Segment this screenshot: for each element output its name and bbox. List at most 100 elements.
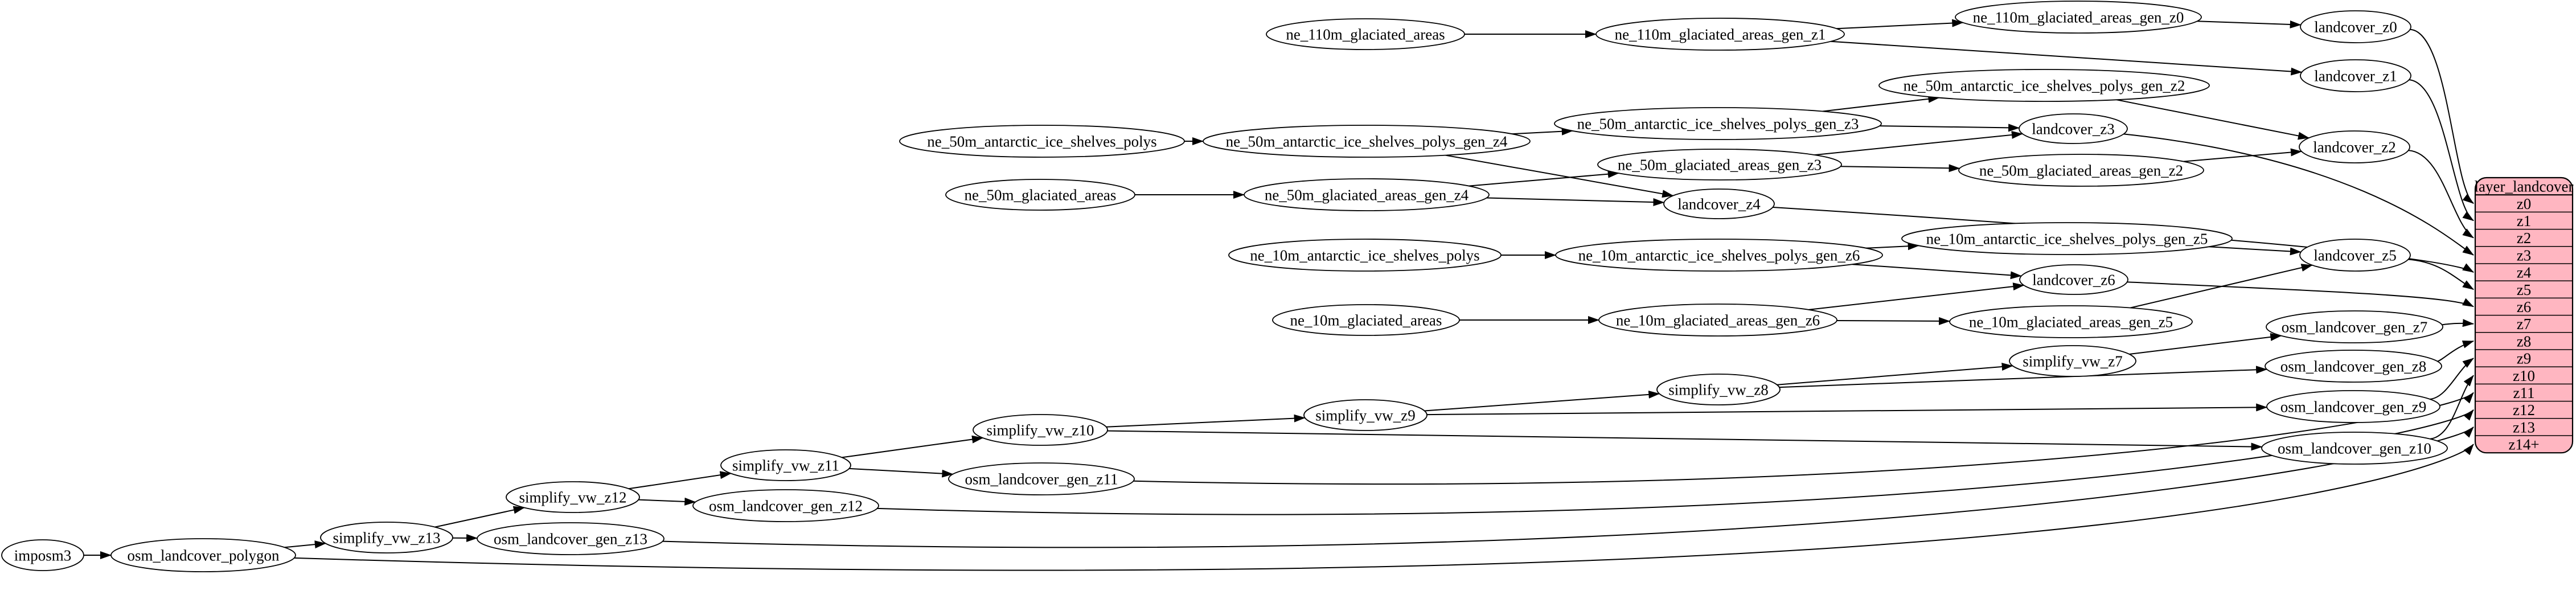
node-label-simplify_vw_z8: simplify_vw_z8 [1668, 381, 1769, 398]
node-label-landcover_z2: landcover_z2 [2313, 138, 2395, 155]
edge-ne_50m_glaciated_areas_gen_z4-to-landcover_z4 [1486, 197, 1665, 207]
node-label-simplify_vw_z9: simplify_vw_z9 [1315, 407, 1416, 424]
node-simplify_vw_z8: simplify_vw_z8 [1656, 374, 1781, 405]
edge-ne_50m_antarctic_ice_shelves_polys_gen_z2-to-landcover_z2 [2116, 99, 2310, 140]
edge-landcover_z6-to-row-z6 [2127, 281, 2474, 307]
edge-simplify_vw_z13-to-simplify_vw_z12 [434, 506, 525, 528]
node-ellipse-ne_10m_glaciated_areas_gen_z5 [1949, 305, 2193, 338]
edge-ne_110m_glaciated_areas_gen_z1-to-ne_110m_glaciated_areas_gen_z0 [1836, 19, 1964, 30]
node-ne_50m_glaciated_areas_gen_z4: ne_50m_glaciated_areas_gen_z4 [1244, 178, 1490, 211]
node-simplify_vw_z7: simplify_vw_z7 [2009, 345, 2136, 377]
edge-simplify_vw_z10-to-osm_landcover_gen_z10 [1107, 430, 2263, 451]
node-osm_landcover_gen_z8: osm_landcover_gen_z8 [2265, 350, 2442, 383]
node-simplify_vw_z12: simplify_vw_z12 [506, 481, 640, 513]
node-label-osm_landcover_gen_z11: osm_landcover_gen_z11 [965, 470, 1118, 487]
edge-osm_landcover_gen_z7-to-row-z7 [2440, 319, 2474, 327]
node-ellipse-landcover_z6 [2019, 264, 2128, 295]
node-label-ne_110m_glaciated_areas_gen_z0: ne_110m_glaciated_areas_gen_z0 [1973, 9, 2184, 26]
edge-ne_50m_antarctic_ice_shelves_polys_gen_z4-to-ne_50m_antarctic_ice_shelves_polys_gen_z3 [1512, 127, 1573, 136]
edge-simplify_vw_z11-to-osm_landcover_gen_z11 [849, 468, 954, 478]
table-row-z5: z5 [2517, 281, 2531, 298]
table-row-z4: z4 [2517, 264, 2532, 281]
node-ellipse-osm_landcover_gen_z9 [2266, 390, 2440, 423]
table-row-z1: z1 [2517, 212, 2531, 229]
table-row-z14+: z14+ [2508, 436, 2539, 453]
node-ellipse-ne_10m_glaciated_areas_gen_z6 [1598, 304, 1837, 337]
node-landcover_z6: landcover_z6 [2019, 264, 2128, 295]
edge-simplify_vw_z11-to-simplify_vw_z10 [842, 435, 984, 458]
node-ellipse-imposm3 [1, 539, 84, 571]
node-label-landcover_z5: landcover_z5 [2314, 247, 2396, 264]
node-ne_50m_antarctic_ice_shelves_polys_gen_z2: ne_50m_antarctic_ice_shelves_polys_gen_z… [1878, 69, 2210, 102]
node-landcover_z2: landcover_z2 [2299, 130, 2410, 163]
table-layer: layer_landcoverz0z1z2z3z4z5z6z7z8z9z10z1… [2475, 177, 2573, 454]
node-ellipse-ne_10m_glaciated_areas [1272, 304, 1460, 336]
node-ellipse-simplify_vw_z10 [973, 414, 1108, 446]
node-label-osm_landcover_gen_z12: osm_landcover_gen_z12 [709, 497, 863, 514]
node-ellipse-ne_50m_antarctic_ice_shelves_polys_gen_z2 [1878, 69, 2210, 102]
node-label-simplify_vw_z10: simplify_vw_z10 [987, 421, 1094, 438]
node-osm_landcover_polygon: osm_landcover_polygon [110, 538, 296, 572]
node-ellipse-ne_10m_antarctic_ice_shelves_polys [1228, 239, 1502, 272]
node-label-osm_landcover_gen_z7: osm_landcover_gen_z7 [2282, 318, 2427, 335]
node-ne_110m_glaciated_areas_gen_z0: ne_110m_glaciated_areas_gen_z0 [1955, 1, 2202, 34]
table-row-z0: z0 [2517, 195, 2531, 212]
table-row-z7: z7 [2517, 315, 2531, 333]
table-row-z13: z13 [2513, 419, 2535, 436]
node-ellipse-osm_landcover_polygon [110, 538, 296, 572]
edge-ne_110m_glaciated_areas_gen_z0-to-landcover_z0 [2197, 20, 2302, 28]
node-ellipse-ne_50m_glaciated_areas_gen_z2 [1958, 154, 2204, 187]
node-label-landcover_z0: landcover_z0 [2314, 18, 2397, 35]
edge-ne_10m_glaciated_areas_gen_z6-to-landcover_z6 [1808, 282, 2025, 310]
node-label-ne_10m_antarctic_ice_shelves_polys_gen_z6: ne_10m_antarctic_ice_shelves_polys_gen_z… [1578, 247, 1860, 264]
node-label-landcover_z1: landcover_z1 [2314, 67, 2397, 84]
table-row-z6: z6 [2517, 298, 2531, 315]
edge-simplify_vw_z12-to-osm_landcover_gen_z12 [638, 497, 696, 506]
node-ne_10m_glaciated_areas_gen_z6: ne_10m_glaciated_areas_gen_z6 [1598, 304, 1837, 337]
table-row-z10: z10 [2513, 367, 2535, 384]
node-ellipse-ne_10m_antarctic_ice_shelves_polys_gen_z5 [1901, 222, 2233, 255]
node-label-simplify_vw_z7: simplify_vw_z7 [2023, 352, 2123, 370]
edge-ne_10m_antarctic_ice_shelves_polys_gen_z5-to-landcover_z5 [2209, 246, 2302, 256]
node-simplify_vw_z13: simplify_vw_z13 [320, 522, 453, 553]
node-label-ne_10m_antarctic_ice_shelves_polys: ne_10m_antarctic_ice_shelves_polys [1250, 247, 1479, 264]
node-ellipse-ne_50m_glaciated_areas_gen_z3 [1597, 149, 1842, 181]
node-label-ne_50m_antarctic_ice_shelves_polys_gen_z2: ne_50m_antarctic_ice_shelves_polys_gen_z… [1904, 77, 2185, 94]
edge-landcover_z2-to-row-z2 [2408, 150, 2474, 239]
node-label-simplify_vw_z13: simplify_vw_z13 [333, 529, 441, 546]
edge-ne_50m_glaciated_areas_gen_z3-to-landcover_z3 [1814, 130, 2023, 156]
node-ne_10m_glaciated_areas: ne_10m_glaciated_areas [1272, 304, 1460, 336]
node-label-ne_50m_antarctic_ice_shelves_polys: ne_50m_antarctic_ice_shelves_polys [927, 133, 1156, 150]
node-label-simplify_vw_z11: simplify_vw_z11 [732, 457, 839, 474]
node-label-ne_10m_antarctic_ice_shelves_polys_gen_z5: ne_10m_antarctic_ice_shelves_polys_gen_z… [1926, 230, 2208, 247]
node-label-ne_50m_antarctic_ice_shelves_polys_gen_z4: ne_50m_antarctic_ice_shelves_polys_gen_z… [1226, 133, 1508, 150]
node-ellipse-simplify_vw_z8 [1656, 374, 1781, 405]
node-label-osm_landcover_gen_z13: osm_landcover_gen_z13 [494, 530, 647, 547]
node-ellipse-simplify_vw_z11 [720, 449, 851, 481]
node-label-ne_50m_glaciated_areas_gen_z4: ne_50m_glaciated_areas_gen_z4 [1265, 186, 1469, 203]
edge-ne_10m_antarctic_ice_shelves_polys_gen_z6-to-ne_10m_antarctic_ice_shelves_polys_gen_z5 [1866, 242, 1919, 251]
node-ellipse-osm_landcover_gen_z11 [948, 462, 1135, 495]
node-label-ne_50m_glaciated_areas: ne_50m_glaciated_areas [965, 186, 1117, 203]
node-landcover_z5: landcover_z5 [2299, 239, 2411, 272]
node-simplify_vw_z9: simplify_vw_z9 [1303, 399, 1428, 431]
node-landcover_z0: landcover_z0 [2300, 10, 2411, 43]
node-ne_50m_antarctic_ice_shelves_polys: ne_50m_antarctic_ice_shelves_polys [899, 125, 1185, 158]
node-ellipse-osm_landcover_gen_z10 [2261, 432, 2448, 465]
node-ne_50m_antarctic_ice_shelves_polys_gen_z4: ne_50m_antarctic_ice_shelves_polys_gen_z… [1203, 125, 1531, 158]
node-label-osm_landcover_gen_z8: osm_landcover_gen_z8 [2280, 358, 2426, 375]
node-ellipse-ne_50m_glaciated_areas_gen_z4 [1244, 178, 1490, 211]
table-row-z2: z2 [2517, 229, 2531, 247]
node-ne_10m_antarctic_ice_shelves_polys_gen_z6: ne_10m_antarctic_ice_shelves_polys_gen_z… [1555, 239, 1883, 272]
node-ne_50m_antarctic_ice_shelves_polys_gen_z3: ne_50m_antarctic_ice_shelves_polys_gen_z… [1554, 107, 1882, 140]
node-ellipse-simplify_vw_z12 [506, 481, 640, 513]
edge-osm_landcover_polygon-to-simplify_vw_z13 [284, 540, 326, 549]
node-ellipse-landcover_z5 [2299, 239, 2411, 272]
node-ellipse-ne_110m_glaciated_areas [1266, 18, 1465, 50]
edge-simplify_vw_z10-to-simplify_vw_z9 [1106, 414, 1306, 428]
node-label-ne_50m_glaciated_areas_gen_z2: ne_50m_glaciated_areas_gen_z2 [1979, 162, 2183, 179]
table-row-z9: z9 [2517, 350, 2531, 367]
edge-osm_landcover_gen_z9-to-row-z9 [2430, 358, 2474, 400]
